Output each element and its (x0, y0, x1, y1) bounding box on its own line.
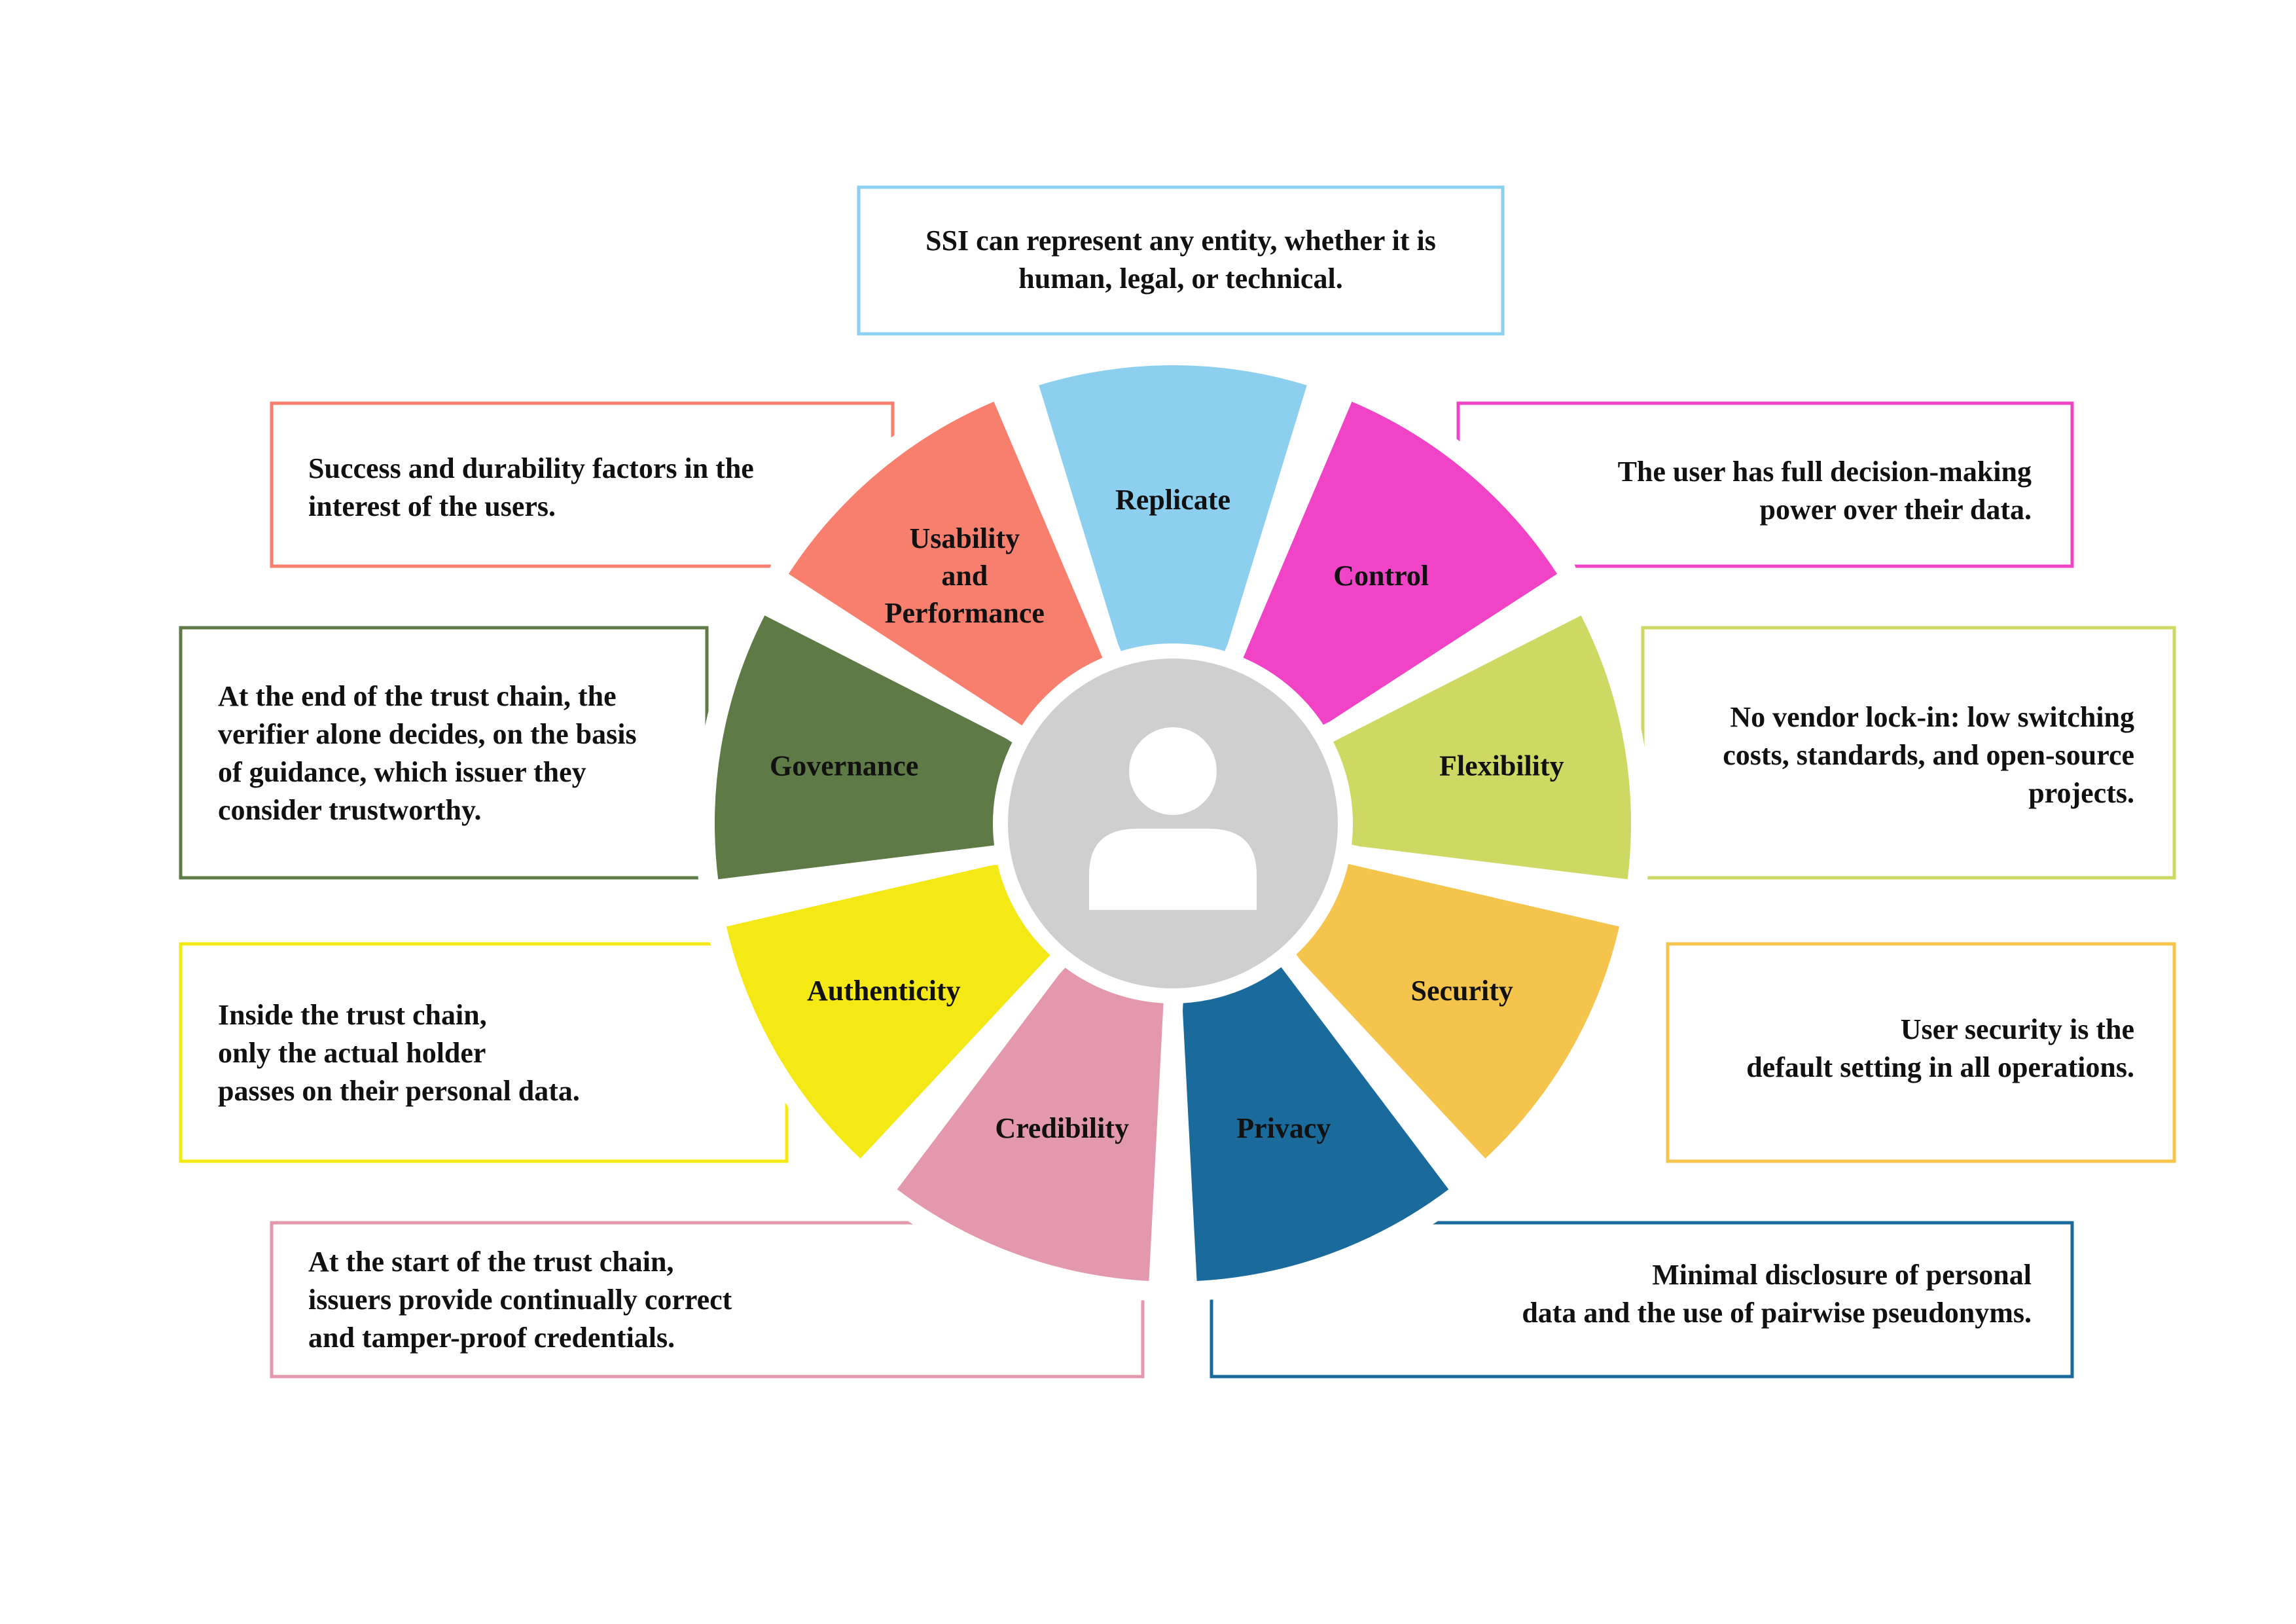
segment-replicate: Replicate (1019, 346, 1327, 671)
description-box-credibility: At the start of the trust chain, issuers … (270, 1221, 1145, 1379)
segment-label-line: Authenticity (807, 975, 961, 1007)
person-head-shape (1129, 727, 1217, 815)
segment-label-line: Replicate (1115, 484, 1230, 516)
description-line: verifier alone decides, on the basis (218, 718, 637, 750)
segment-label-line: Control (1333, 560, 1429, 592)
segment-wedge-usability (788, 401, 1103, 726)
description-line: Inside the trust chain, (218, 999, 487, 1031)
description-text-flexibility: No vendor lock-in: low switching costs, s… (1723, 701, 2134, 809)
description-line: At the start of the trust chain, (308, 1246, 673, 1278)
segment-governance: Governance (694, 596, 1032, 899)
description-text-governance: At the end of the trust chain, the verifi… (218, 680, 637, 826)
segment-wedge-privacy (1182, 967, 1449, 1281)
segment-label-authenticity: Authenticity (807, 975, 961, 1007)
segment-label-line: Governance (770, 749, 918, 782)
segment-wedge-governance (714, 615, 1013, 880)
description-text-usability: Success and durability factors in the int… (308, 452, 754, 522)
segment-label-line: Performance (885, 597, 1045, 629)
segment-label-credibility: Credibility (995, 1112, 1129, 1144)
segment-label-line: Security (1410, 975, 1513, 1007)
description-text-authenticity: Inside the trust chain, only the actual h… (218, 999, 580, 1107)
segment-label-security: Security (1410, 975, 1513, 1007)
center-circle (1008, 659, 1338, 988)
segment-wedge-security (1295, 863, 1620, 1159)
description-line: projects. (2028, 777, 2134, 809)
description-box-privacy: Minimal disclosure of personal data and t… (1210, 1221, 2074, 1379)
center-hub (1008, 659, 1338, 988)
description-line: data and the use of pairwise pseudonyms. (1522, 1297, 2032, 1329)
description-line: Minimal disclosure of personal (1652, 1259, 2032, 1291)
description-line: and tamper-proof credentials. (308, 1322, 675, 1354)
description-text-replicate: SSI can represent any entity, whether it… (925, 225, 1436, 295)
description-line: No vendor lock-in: low switching (1730, 701, 2134, 733)
description-line: interest of the users. (308, 490, 556, 522)
description-boxes: SSI can represent any entity, whether it… (179, 185, 2176, 1379)
segment-label-line: Privacy (1236, 1112, 1331, 1144)
segment-wedge-flexibility (1333, 615, 1632, 880)
description-text-privacy: Minimal disclosure of personal data and t… (1522, 1259, 2032, 1329)
person-icon (1089, 727, 1257, 910)
segment-flexibility: Flexibility (1314, 596, 1651, 899)
description-box-control: The user has full decision-making power o… (1456, 401, 2074, 568)
description-line: At the end of the trust chain, the (218, 680, 617, 712)
description-line: default setting in all operations. (1746, 1051, 2134, 1083)
description-box-authenticity: Inside the trust chain, only the actual h… (179, 942, 789, 1163)
segment-label-line: Flexibility (1439, 749, 1564, 782)
description-box-usability: Success and durability factors in the int… (270, 401, 895, 568)
description-box-border (857, 185, 1505, 336)
description-line: of guidance, which issuer they (218, 756, 586, 788)
description-line: Success and durability factors in the (308, 452, 754, 484)
description-box-flexibility: No vendor lock-in: low switching costs, s… (1641, 626, 2176, 880)
segment-label-governance: Governance (770, 749, 918, 782)
description-text-security: User security is the default setting in a… (1746, 1013, 2134, 1083)
segment-label-line: Usability (909, 522, 1020, 554)
segment-label-flexibility: Flexibility (1439, 749, 1564, 782)
description-text-control: The user has full decision-making power o… (1618, 456, 2032, 526)
segment-credibility: Credibility (877, 947, 1183, 1301)
description-box-border (1666, 942, 2176, 1163)
description-line: only the actual holder (218, 1037, 486, 1069)
segment-wedge-replicate (1039, 365, 1307, 651)
description-box-security: User security is the default setting in a… (1666, 942, 2176, 1163)
description-box-border (179, 626, 709, 880)
segment-label-control: Control (1333, 560, 1429, 592)
description-text-credibility: At the start of the trust chain, issuers … (308, 1246, 732, 1354)
description-line: power over their data. (1759, 494, 2032, 526)
description-box-governance: At the end of the trust chain, the verifi… (179, 626, 709, 880)
segment-wedge-control (1243, 401, 1558, 726)
segment-control: Control (1223, 382, 1577, 746)
segment-security: Security (1276, 844, 1640, 1178)
description-line: The user has full decision-making (1618, 456, 2032, 488)
segment-label-line: and (941, 560, 988, 592)
segment-authenticity: Authenticity (706, 844, 1070, 1178)
description-line: issuers provide continually correct (308, 1284, 732, 1316)
description-line: SSI can represent any entity, whether it… (925, 225, 1436, 257)
wheel-segments: ReplicateControlFlexibilitySecurityPriva… (694, 346, 1651, 1301)
segment-privacy: Privacy (1162, 947, 1469, 1301)
description-box-replicate: SSI can represent any entity, whether it… (857, 185, 1505, 336)
description-line: human, legal, or technical. (1018, 262, 1342, 295)
description-line: User security is the (1901, 1013, 2134, 1045)
description-line: passes on their personal data. (218, 1075, 580, 1107)
segment-label-privacy: Privacy (1236, 1112, 1331, 1144)
segment-label-replicate: Replicate (1115, 484, 1230, 516)
description-line: consider trustworthy. (218, 794, 482, 826)
segment-label-line: Credibility (995, 1112, 1129, 1144)
description-line: costs, standards, and open-source (1723, 739, 2134, 771)
segment-wedge-authenticity (726, 863, 1050, 1159)
person-body-shape (1089, 829, 1257, 910)
segment-wedge-credibility (897, 967, 1164, 1281)
